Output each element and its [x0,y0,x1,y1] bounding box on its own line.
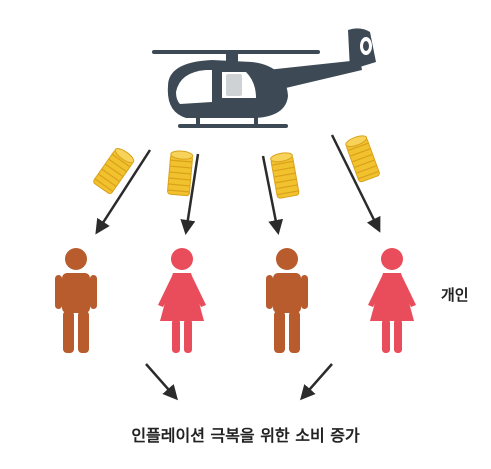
person-female-icon [368,248,416,353]
arrow-diagonal-icon [145,363,178,401]
arrow-down-icon [95,149,152,235]
coin-stack-icon [91,145,137,196]
person-male-icon [55,248,97,353]
arrow-down-icon [330,134,381,233]
person-female-icon [158,248,206,353]
coin-stack-icon [269,150,300,200]
arrow-down-icon [261,155,284,235]
coin-stack-icon [166,149,194,197]
helicopter-icon [152,28,376,128]
coin-stack-icon [343,133,381,184]
arrow-down-icon [180,153,200,235]
person-male-icon [266,248,308,353]
recipients-label: 개인 [441,286,469,304]
diagram-caption: 인플레이션 극복을 위한 소비 증가 [131,426,360,445]
arrow-diagonal-icon [300,363,333,401]
